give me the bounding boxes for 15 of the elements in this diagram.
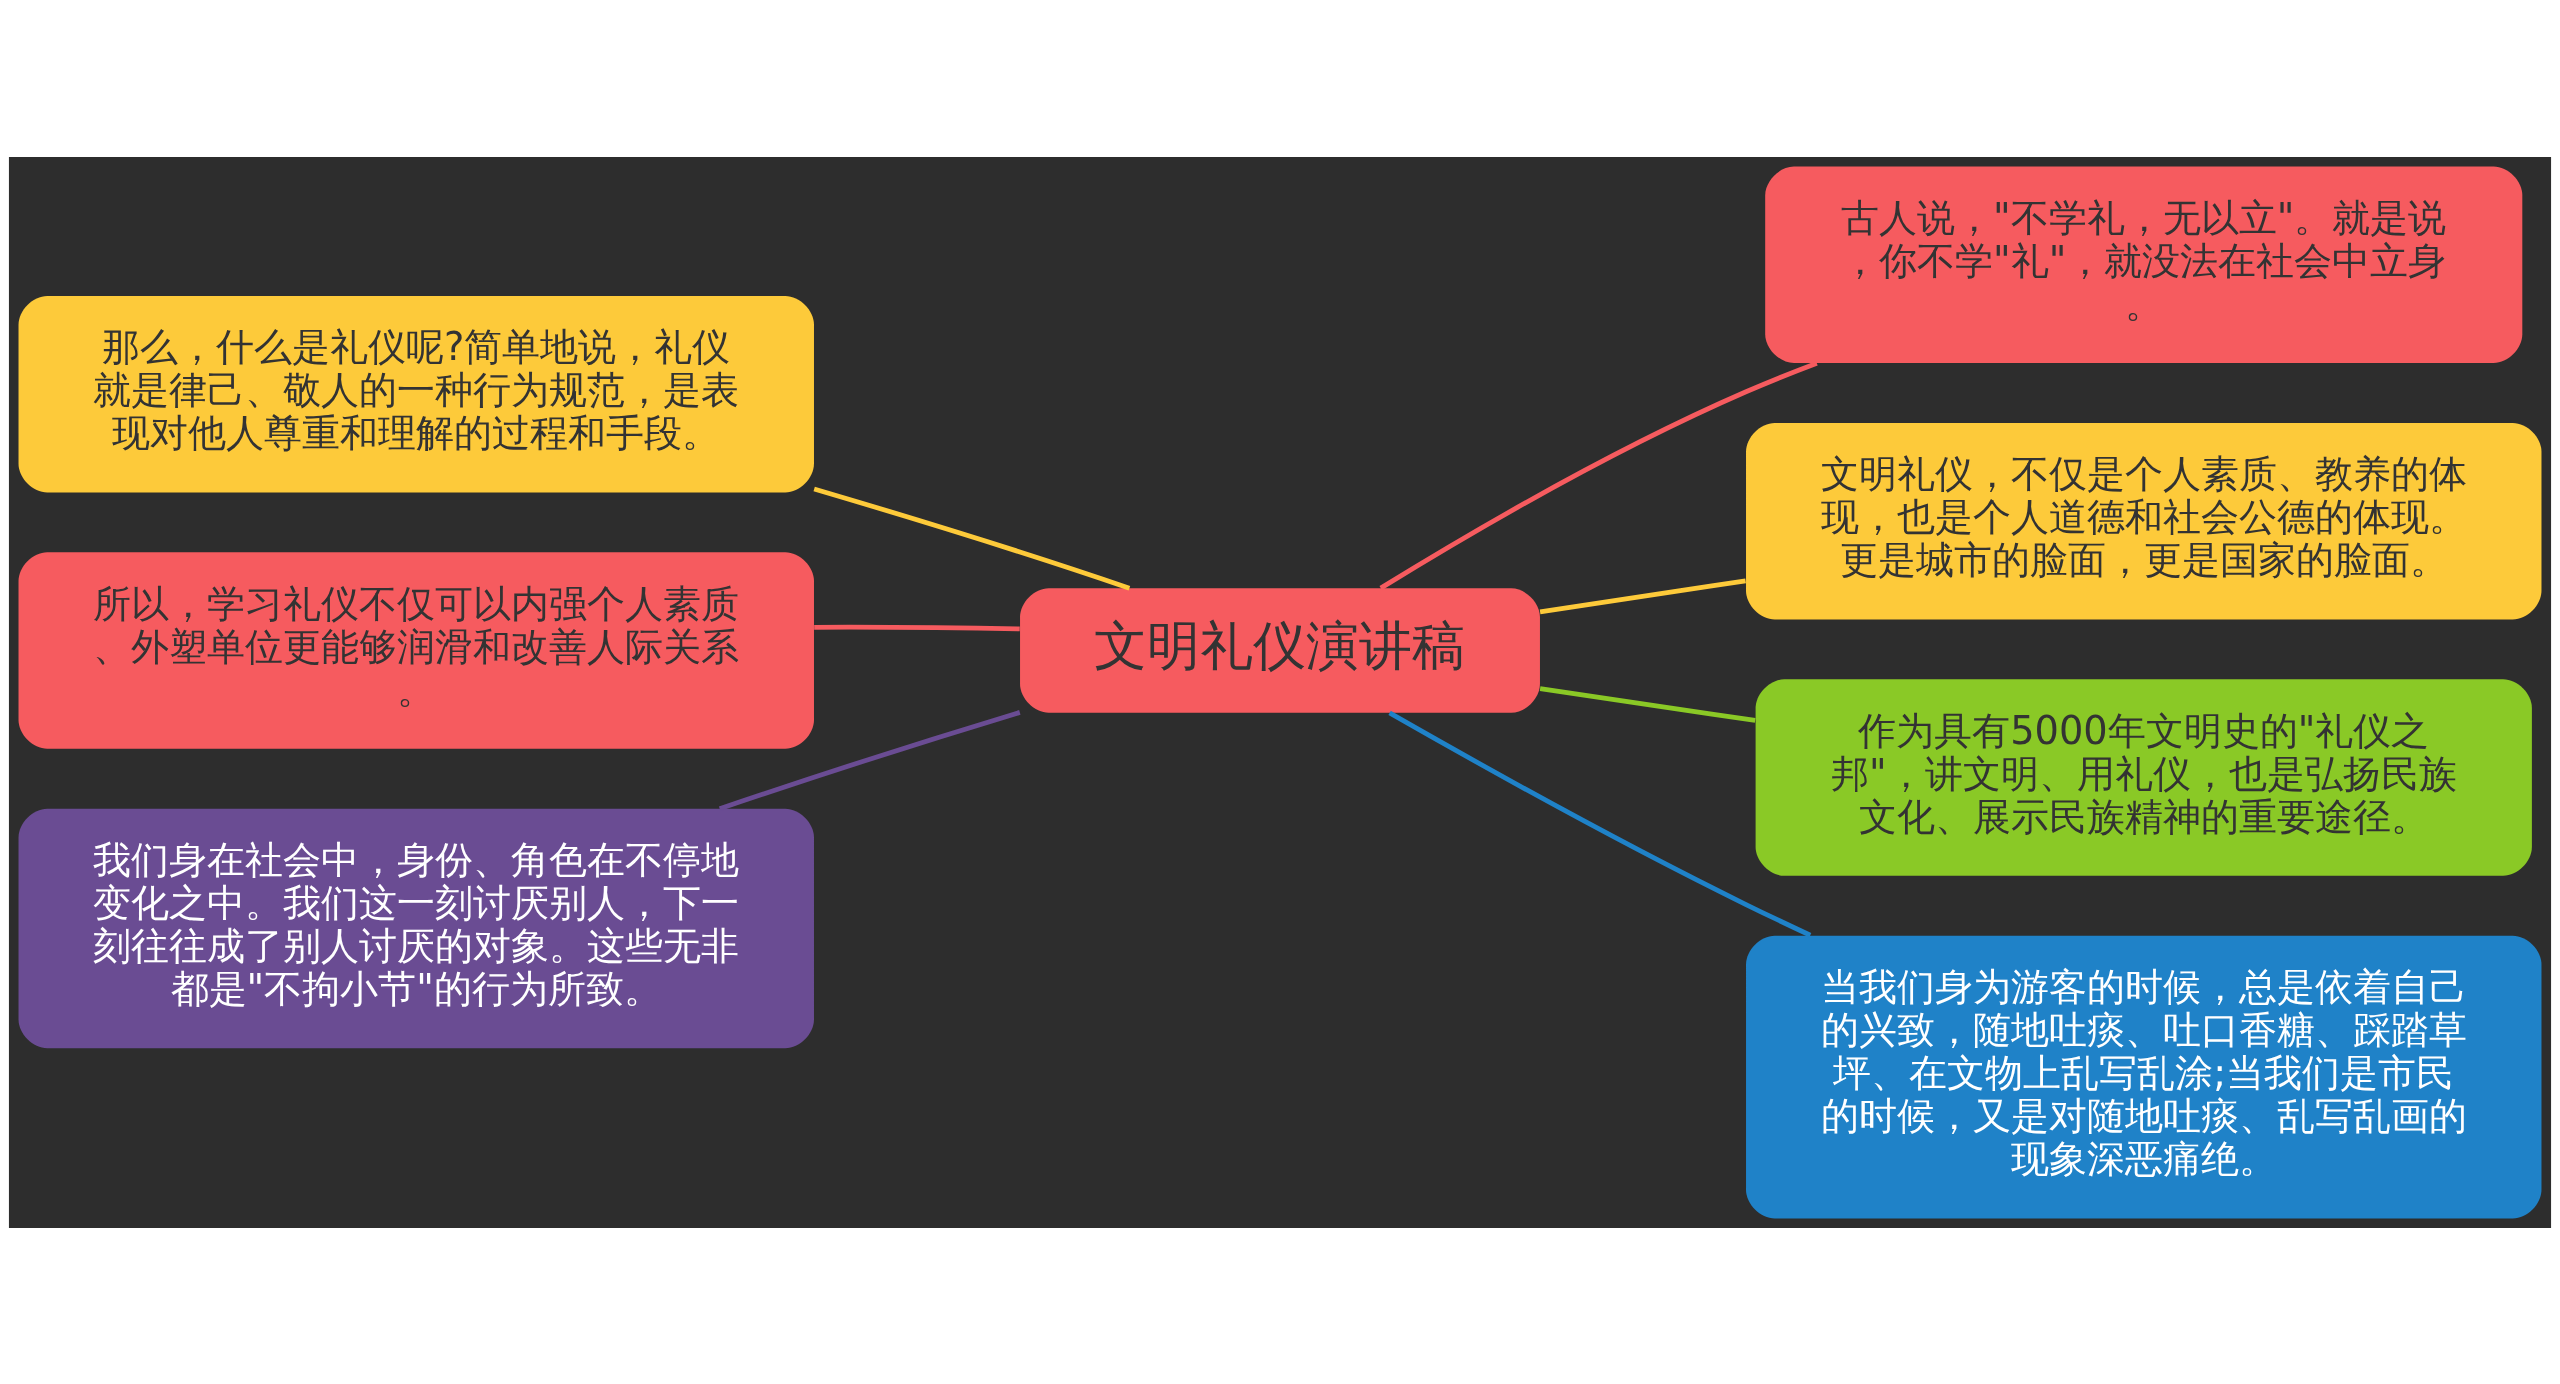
node-box: 文明礼仪，不仅是个人素质、教养的体现，也是个人道德和社会公德的体现。更是城市的脸面，更是国家的脸面。 (1746, 422, 2542, 619)
node-box: 那么，什么是礼仪呢?简单地说，礼仪就是律己、敬人的一种行为规范，是表现对他人尊重和理解的过程和手段。 (18, 295, 814, 492)
connector (1379, 360, 1818, 590)
node-box: 所以，学习礼仪不仅可以内强个人素质、外塑单位更能够润滑和改善人际关系。 (18, 551, 814, 749)
connector (1539, 685, 1756, 723)
connector (1388, 710, 1812, 937)
node-box: 作为具有5000年文明史的"礼仪之邦"，讲文明、用礼仪，也是弘扬民族文化、展示民族精神的重要途径。 (1755, 678, 2532, 876)
node-box: 文明礼仪演讲稿 (1020, 587, 1540, 713)
connector (718, 709, 1021, 811)
node-box: 我们身在社会中，身份、角色在不停地变化之中。我们这一刻讨厌别人，下一刻往往成了别人讨厌的对象。这些无非都是"不拘小节"的行为所致。 (18, 808, 814, 1048)
node-box: 古人说，"不学礼，无以立"。就是说，你不学"礼"，就没法在社会中立身。 (1765, 166, 2523, 363)
node-box: 当我们身为游客的时候，总是依着自己的兴致，随地吐痰、吐口香糖、踩踏草坪、在文物上乱写乱涂;当我们是市民的时候，又是对随地吐痰、乱写乱画的现象深恶痛绝。 (1746, 935, 2542, 1218)
connector (814, 624, 1020, 631)
connector (1539, 577, 1746, 614)
connector (813, 486, 1131, 590)
